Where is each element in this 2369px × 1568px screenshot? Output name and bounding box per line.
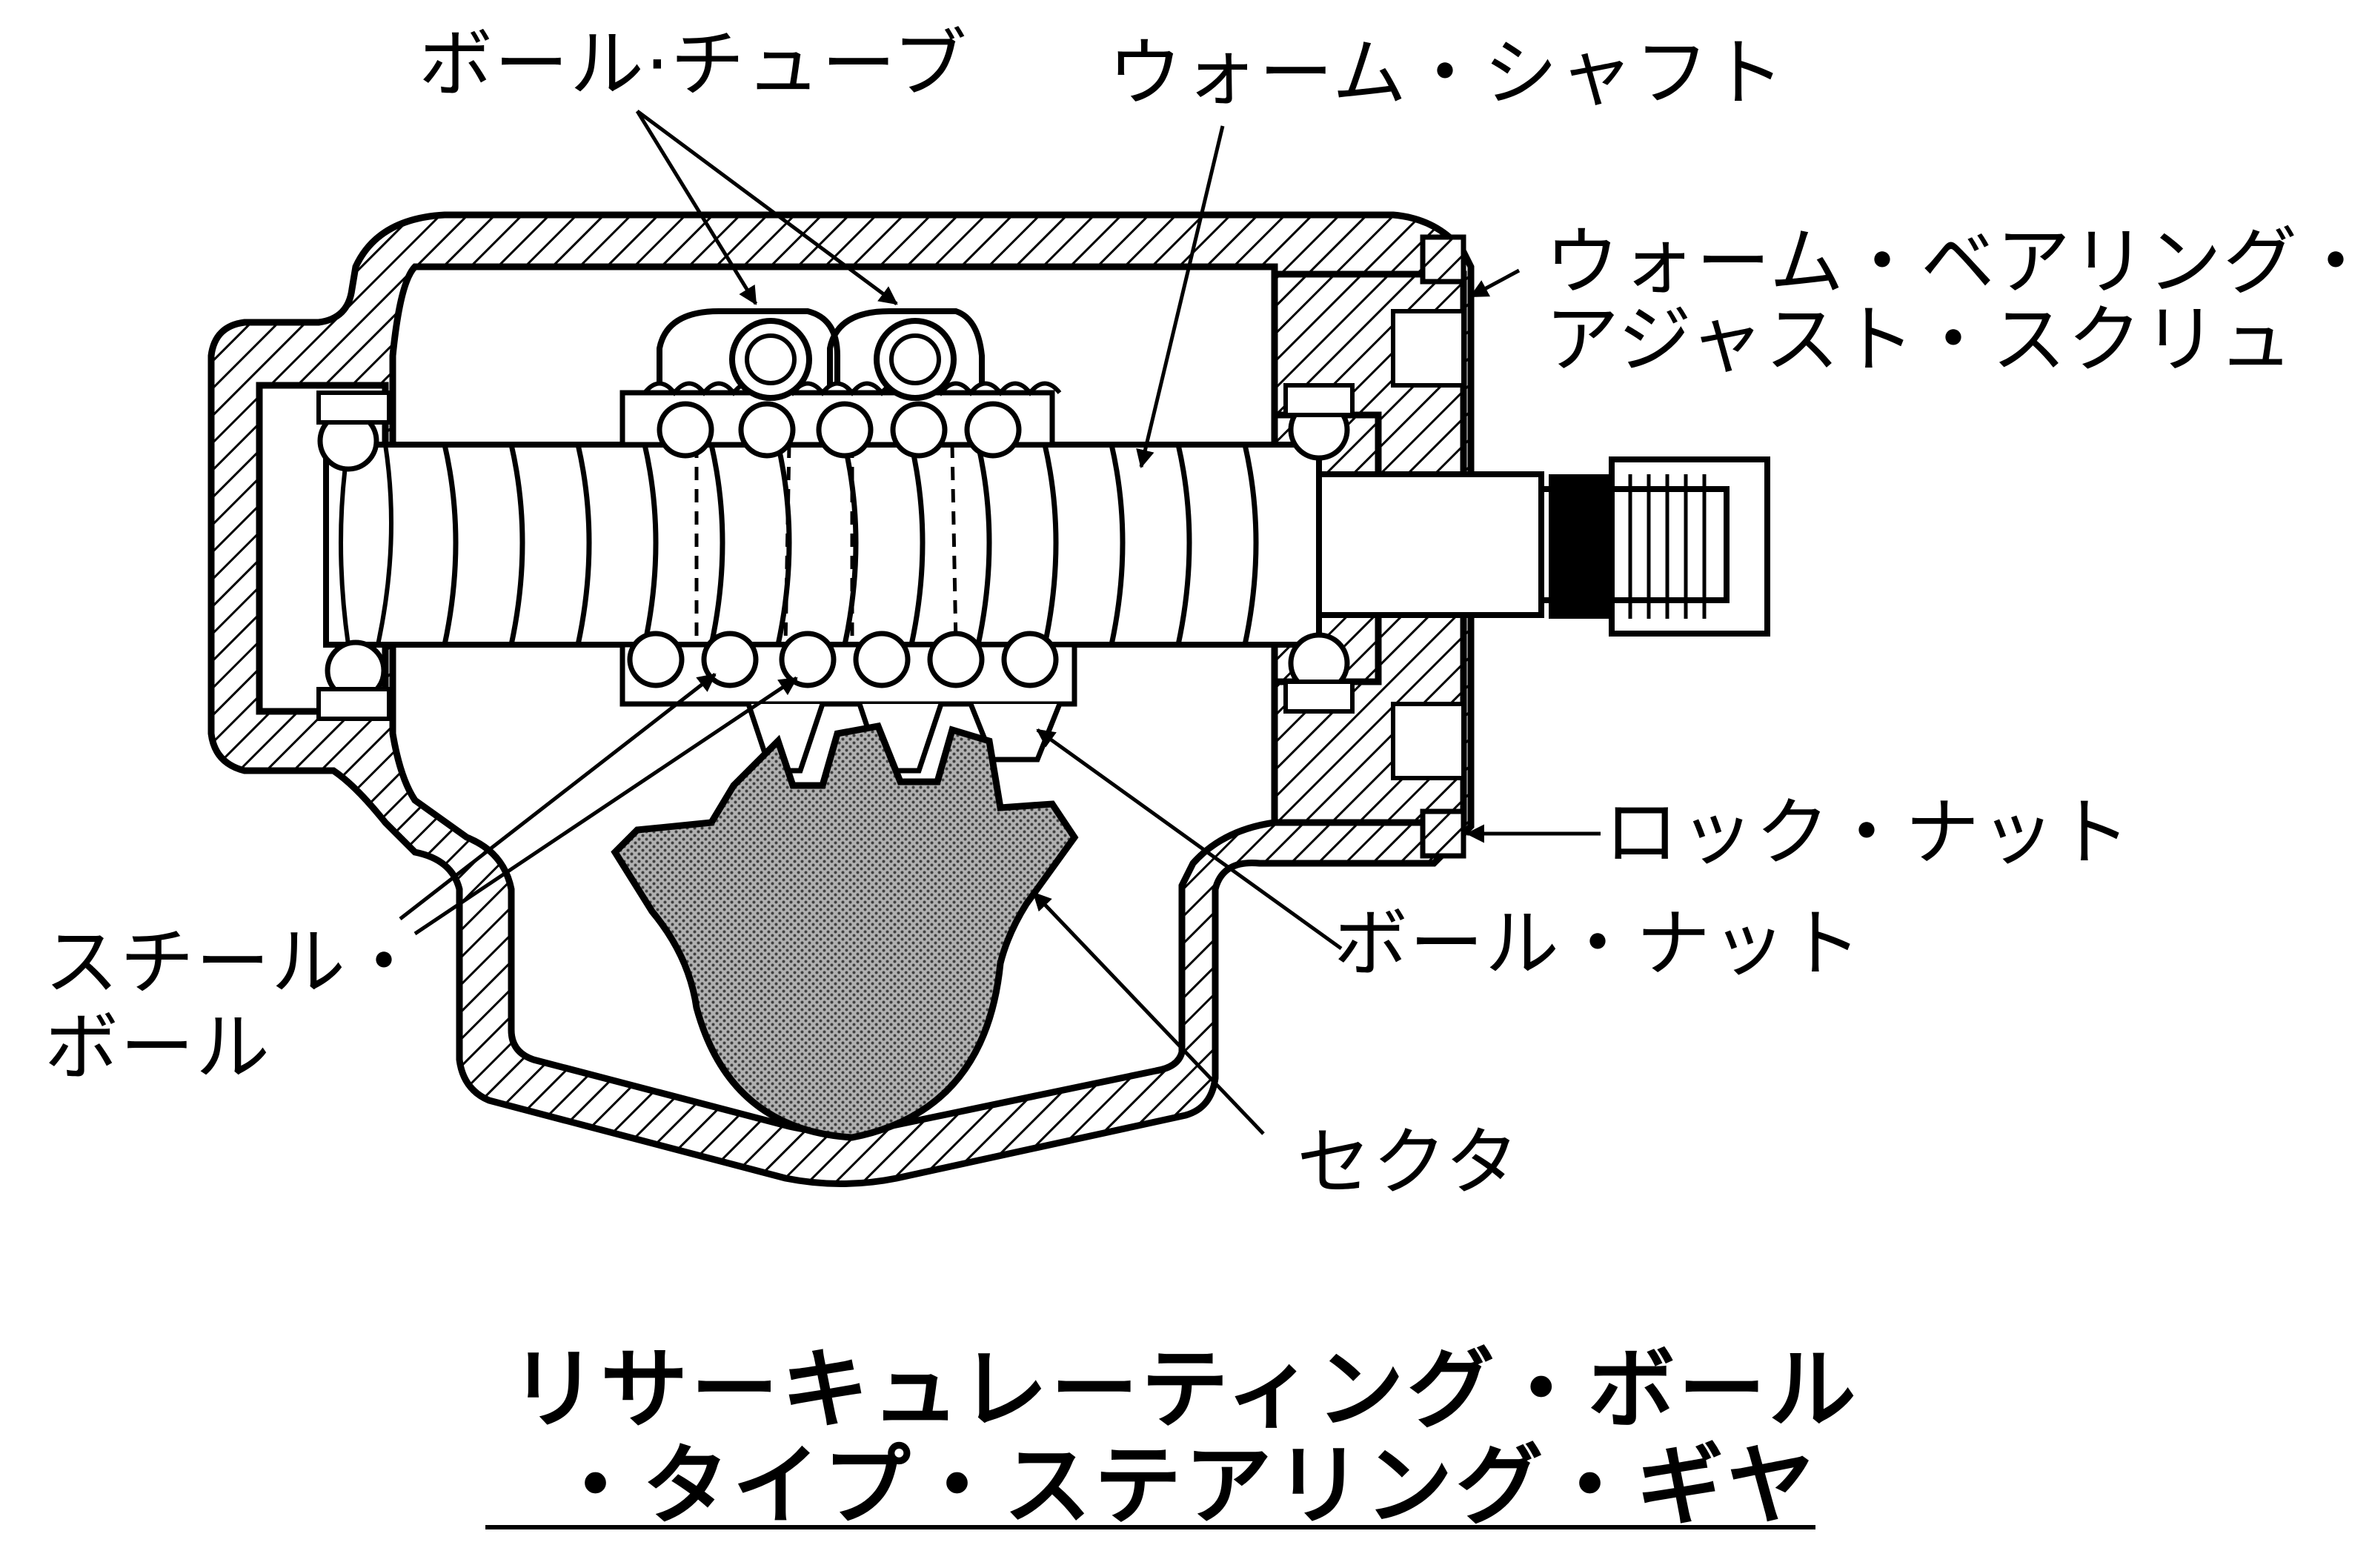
title-line-1: リサーキュレーティング・ボール bbox=[510, 1338, 1859, 1441]
steel-balls bbox=[627, 401, 1059, 688]
worm-bearings bbox=[316, 383, 1355, 721]
spline-shaft bbox=[1316, 456, 1770, 637]
worm-shaft-body bbox=[323, 442, 1322, 648]
label-ball-nut: ボール・ナット bbox=[1334, 900, 1863, 987]
title-underline bbox=[485, 1525, 1815, 1529]
label-lock-nut: ロック・ナット bbox=[1604, 789, 2132, 876]
lock-nut-shape bbox=[1420, 808, 1466, 859]
label-adjust-screw-2: アジャスト・スクリュ bbox=[1545, 296, 2294, 383]
label-steel-ball-1: スチール・ bbox=[44, 919, 422, 1006]
ball-nut-rack bbox=[745, 701, 1063, 774]
label-worm-shaft: ウォーム・シャフト bbox=[1108, 30, 1786, 116]
label-steel-ball-2: ボール bbox=[44, 1004, 271, 1091]
leader-lines bbox=[399, 109, 1601, 1135]
ball-tubes bbox=[657, 308, 985, 645]
label-sector: セクタ bbox=[1297, 1119, 1521, 1206]
sector-gear bbox=[611, 722, 1079, 1141]
label-ball-tube: ボール·チューブ bbox=[419, 21, 968, 107]
title-line-2: ・タイプ・ステアリング・ギヤ bbox=[551, 1435, 1818, 1537]
label-adjust-screw-1: ウォーム・ベアリング・ bbox=[1545, 219, 2369, 305]
top-nut-shape bbox=[1420, 234, 1466, 285]
